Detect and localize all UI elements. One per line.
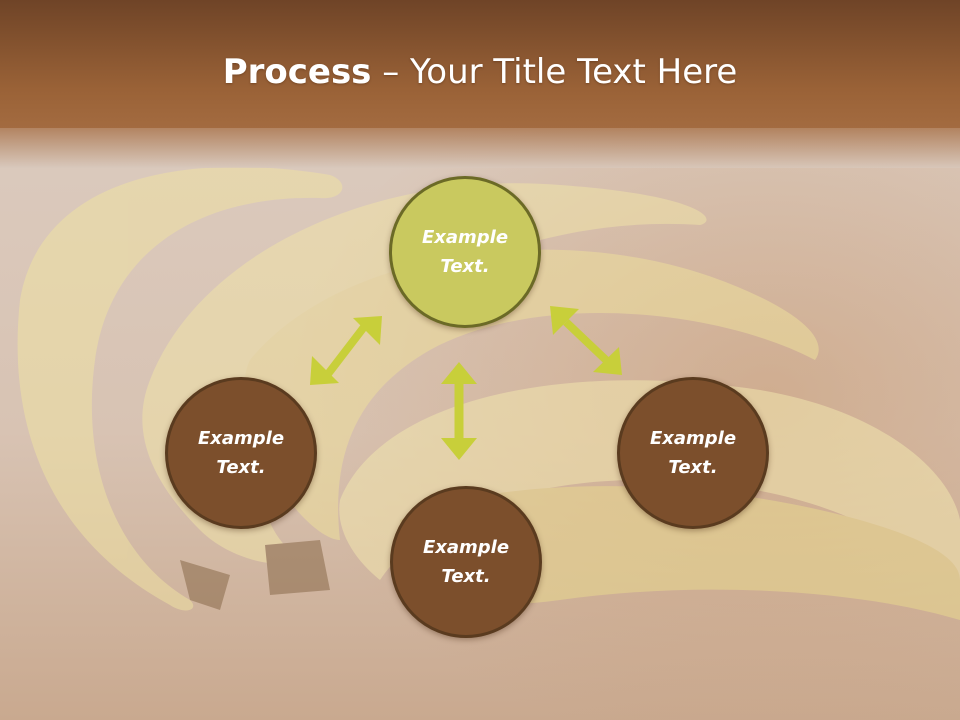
node-right-label: Example Text. xyxy=(649,428,737,478)
node-top-label: Example Text. xyxy=(421,227,509,277)
slide-title: Process – Your Title Text Here xyxy=(0,52,960,92)
double-arrow-vertical-icon xyxy=(441,362,477,460)
node-bottom-label: Example Text. xyxy=(422,537,510,587)
node-left-label: Example Text. xyxy=(197,428,285,478)
process-node-right: Example Text. xyxy=(617,377,769,529)
process-node-top: Example Text. xyxy=(389,176,541,328)
process-node-bottom: Example Text. xyxy=(390,486,542,638)
double-arrow-left-icon xyxy=(310,316,382,385)
process-node-left: Example Text. xyxy=(165,377,317,529)
title-bold: Process xyxy=(222,52,372,92)
double-arrow-right-icon xyxy=(550,306,622,375)
title-rest: – Your Title Text Here xyxy=(371,52,738,92)
